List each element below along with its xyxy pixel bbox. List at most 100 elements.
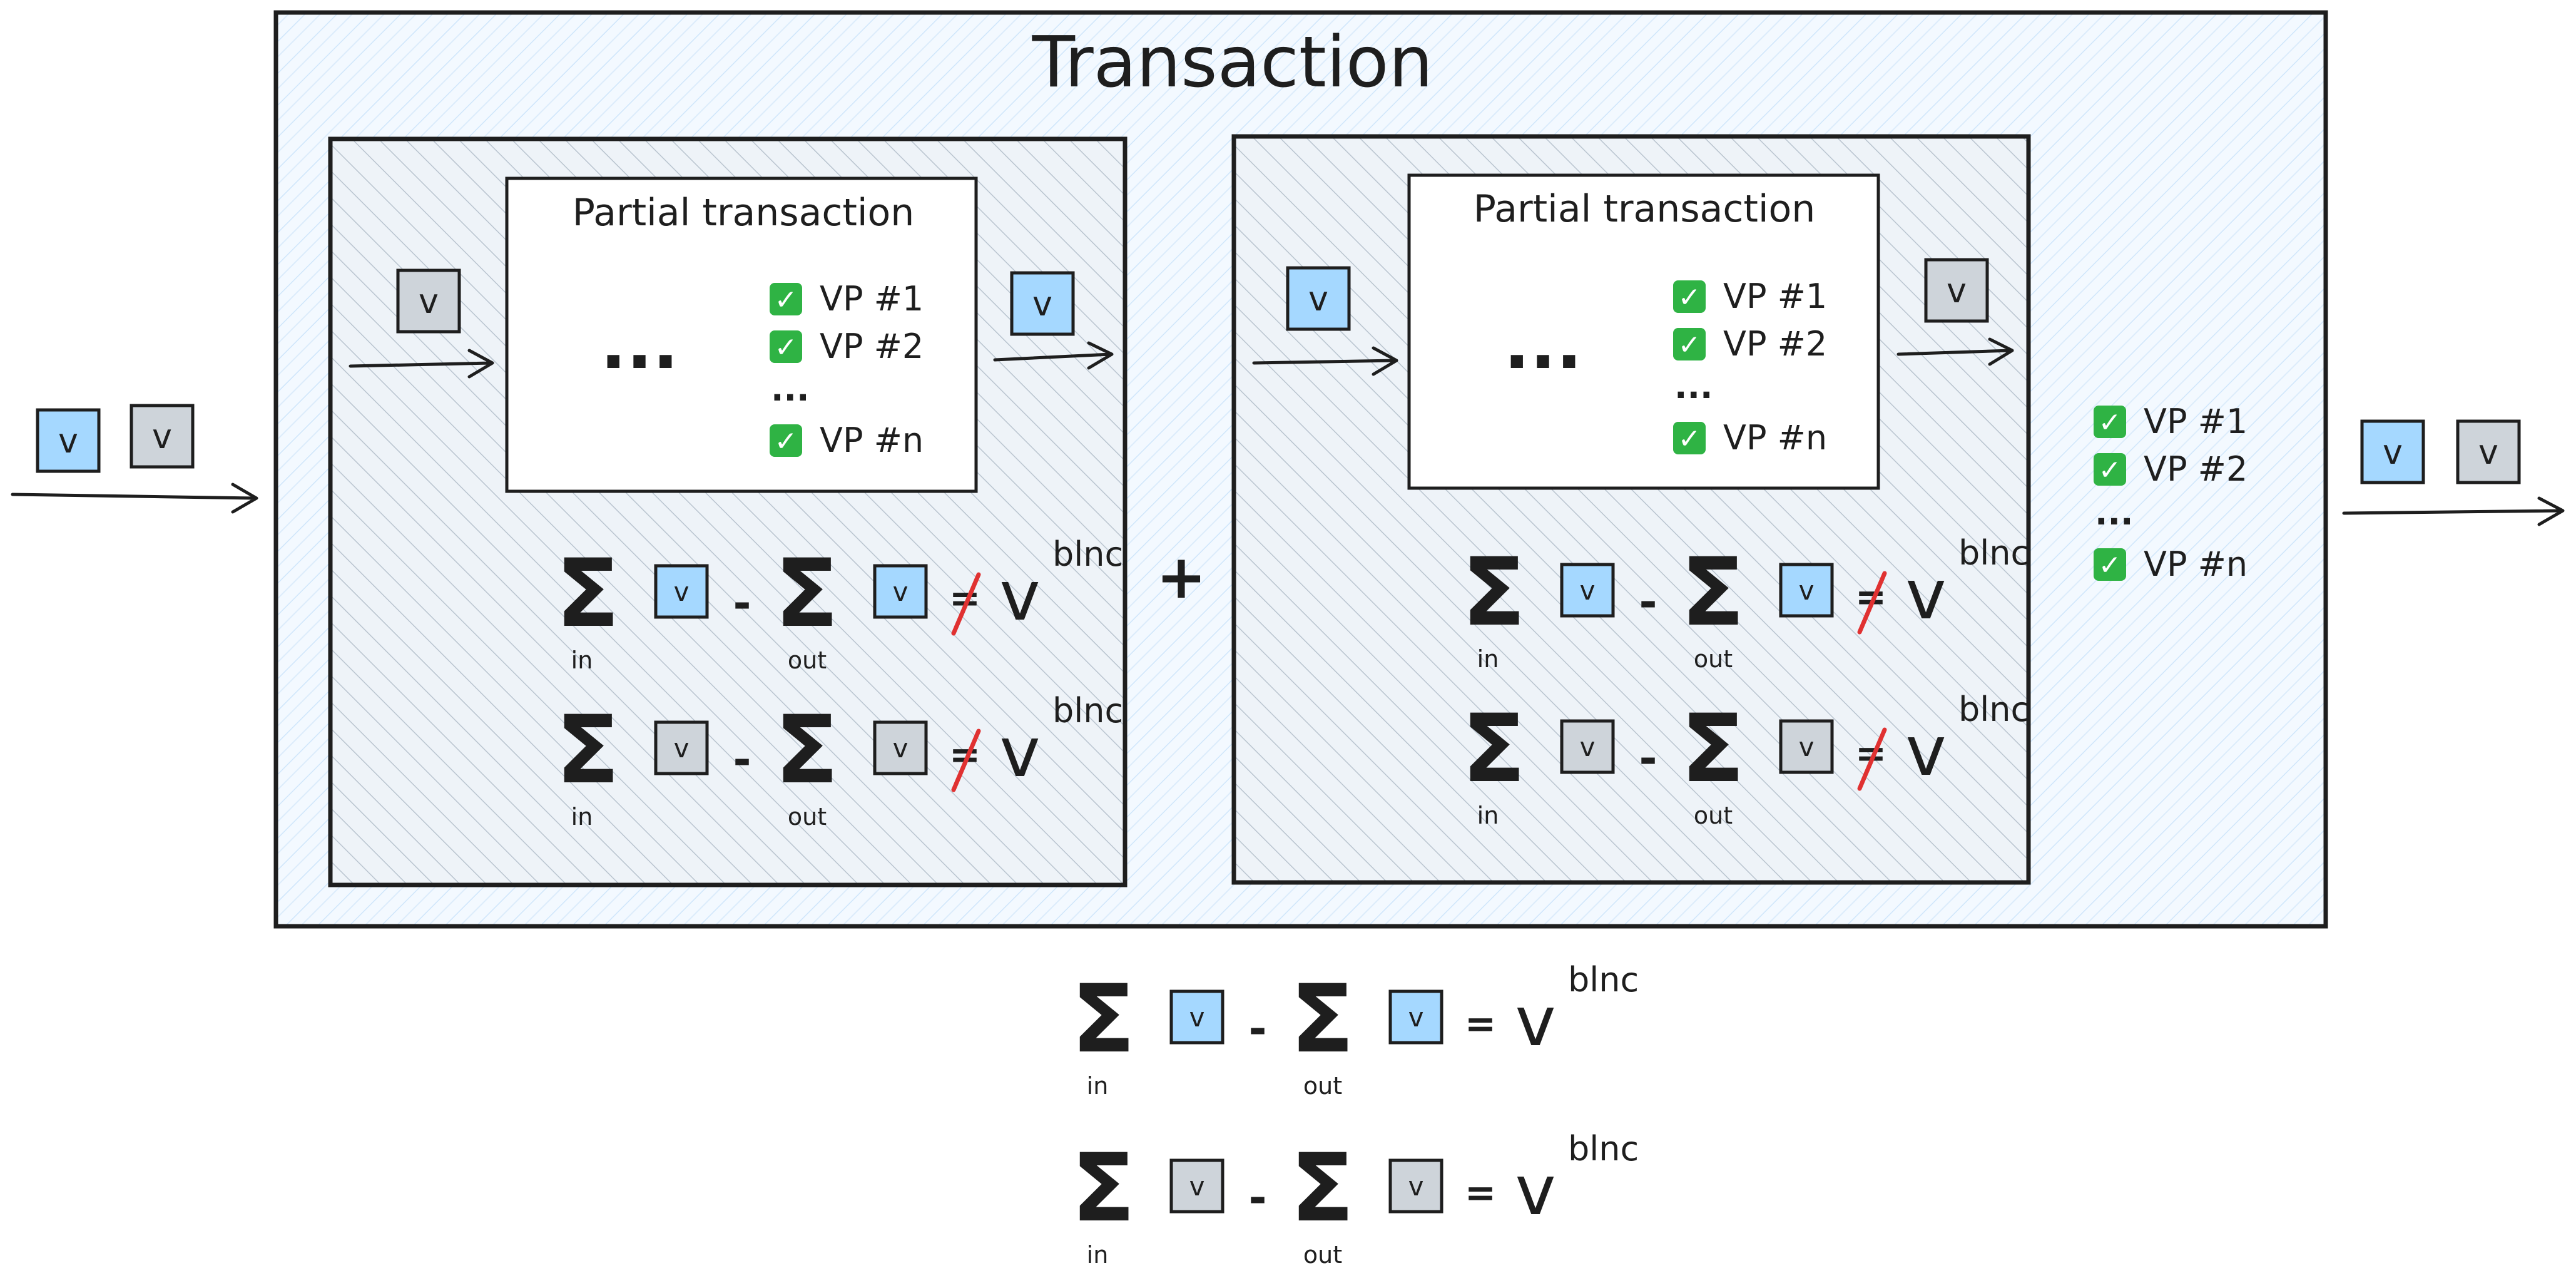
ptx-body-2: ... xyxy=(1504,304,1582,384)
minus-sign: - xyxy=(733,734,751,785)
svg-text:v: v xyxy=(152,417,172,456)
svg-text:v: v xyxy=(674,576,690,607)
gray-token xyxy=(1560,719,1615,774)
vp-label: VP #n xyxy=(1723,418,1827,457)
svg-text:✓: ✓ xyxy=(2099,549,2122,581)
svg-text:✓: ✓ xyxy=(1678,423,1701,455)
v-symbol: v xyxy=(999,556,1040,636)
not-equal-strike xyxy=(951,728,981,792)
check-icon xyxy=(1673,422,1706,454)
blue-token xyxy=(1779,563,1834,618)
superscript-blnc: blnc xyxy=(1568,1129,1639,1168)
v-symbol: v xyxy=(999,712,1040,792)
vp-label: VP #1 xyxy=(2144,402,2248,441)
sum-symbol: Σ xyxy=(1462,695,1525,804)
minus-sign: - xyxy=(1639,733,1657,784)
svg-text:v: v xyxy=(1580,732,1596,762)
vp-ellipsis: ... xyxy=(1674,367,1713,406)
gray-token xyxy=(1169,1158,1224,1214)
svg-text:✓: ✓ xyxy=(775,332,798,364)
arrow-icon xyxy=(349,349,494,379)
not-equal-strike xyxy=(1857,727,1887,791)
blue-token xyxy=(1560,563,1615,618)
token-group-output: v v xyxy=(2360,419,2521,484)
gray-token xyxy=(1388,1158,1443,1214)
blue-token xyxy=(2360,419,2425,484)
v-symbol: v xyxy=(1905,711,1946,791)
gray-token xyxy=(2456,419,2521,484)
subscript-out: out xyxy=(1694,645,1733,673)
arrows xyxy=(11,337,2565,526)
svg-text:v: v xyxy=(1189,1171,1205,1202)
plus-sign: + xyxy=(1156,542,1206,612)
token-group-input: v v xyxy=(36,404,195,473)
sum-symbol: Σ xyxy=(1681,695,1744,804)
blue-token xyxy=(1010,271,1075,336)
vp-label: VP #2 xyxy=(820,327,924,366)
subscript-out: out xyxy=(1303,1241,1342,1269)
transaction-title: Transaction xyxy=(1032,22,1433,103)
svg-text:v: v xyxy=(674,733,690,764)
svg-text:✓: ✓ xyxy=(1678,282,1701,314)
subscript-in: in xyxy=(1087,1072,1109,1100)
svg-text:v: v xyxy=(58,421,78,461)
check-icon xyxy=(1673,328,1706,360)
superscript-blnc: blnc xyxy=(1958,690,2029,729)
svg-text:v: v xyxy=(1947,271,1967,310)
blue-token xyxy=(1388,989,1443,1045)
balance-equations: Σinv-Σoutv=vblncΣinv-Σoutv=vblncΣinv-Σou… xyxy=(556,533,2029,1269)
minus-sign: - xyxy=(733,578,751,629)
gray-token xyxy=(1924,258,1989,323)
minus-sign: - xyxy=(1248,1172,1266,1224)
vp-ellipsis: ... xyxy=(771,369,810,409)
check-icon xyxy=(770,330,802,363)
sum-symbol: Σ xyxy=(1071,1134,1135,1243)
ptx-title-1: Partial transaction xyxy=(573,191,915,235)
superscript-blnc: blnc xyxy=(1958,533,2029,573)
sum-symbol: Σ xyxy=(1290,1134,1354,1243)
gray-token xyxy=(873,720,928,775)
sum-symbol: Σ xyxy=(556,539,619,648)
not-equal-strike xyxy=(951,572,981,636)
v-symbol: v xyxy=(1515,981,1555,1061)
check-icon xyxy=(2094,548,2126,581)
svg-text:v: v xyxy=(1799,575,1815,606)
check-icon xyxy=(2094,406,2126,438)
gray-token xyxy=(1779,719,1834,774)
svg-text:v: v xyxy=(419,282,439,321)
sum-symbol: Σ xyxy=(1071,965,1135,1074)
subscript-in: in xyxy=(1477,645,1499,673)
token-ptx1-out: v xyxy=(1010,271,1075,336)
gray-token xyxy=(130,404,195,469)
minus-sign: - xyxy=(1248,1003,1266,1055)
svg-text:✓: ✓ xyxy=(775,284,798,316)
gray-token xyxy=(396,268,461,334)
svg-text:✓: ✓ xyxy=(2099,407,2122,439)
sum-symbol: Σ xyxy=(1290,965,1354,1074)
sum-symbol: Σ xyxy=(1462,538,1525,647)
vp-label: VP #n xyxy=(820,421,924,460)
svg-text:v: v xyxy=(2383,432,2403,472)
svg-text:✓: ✓ xyxy=(2099,454,2122,486)
sum-symbol: Σ xyxy=(1681,538,1744,647)
svg-text:v: v xyxy=(2478,432,2498,472)
subscript-in: in xyxy=(1087,1241,1109,1269)
vp-label: VP #n xyxy=(2144,544,2248,584)
v-symbol: v xyxy=(1515,1150,1555,1230)
svg-text:v: v xyxy=(1580,575,1596,606)
blue-token xyxy=(654,564,709,619)
v-symbol: v xyxy=(1905,555,1946,635)
superscript-blnc: blnc xyxy=(1052,691,1123,730)
subscript-out: out xyxy=(1694,802,1733,829)
ptx-box-2 xyxy=(1407,173,1880,490)
vp-label: VP #2 xyxy=(2144,449,2248,489)
sum-symbol: Σ xyxy=(775,539,838,648)
tx-vp-list: ✓ VP #1 ✓ VP #2 ... ✓ VP #n xyxy=(2094,402,2248,584)
sum-symbol: Σ xyxy=(775,696,838,805)
svg-text:v: v xyxy=(1799,732,1815,762)
